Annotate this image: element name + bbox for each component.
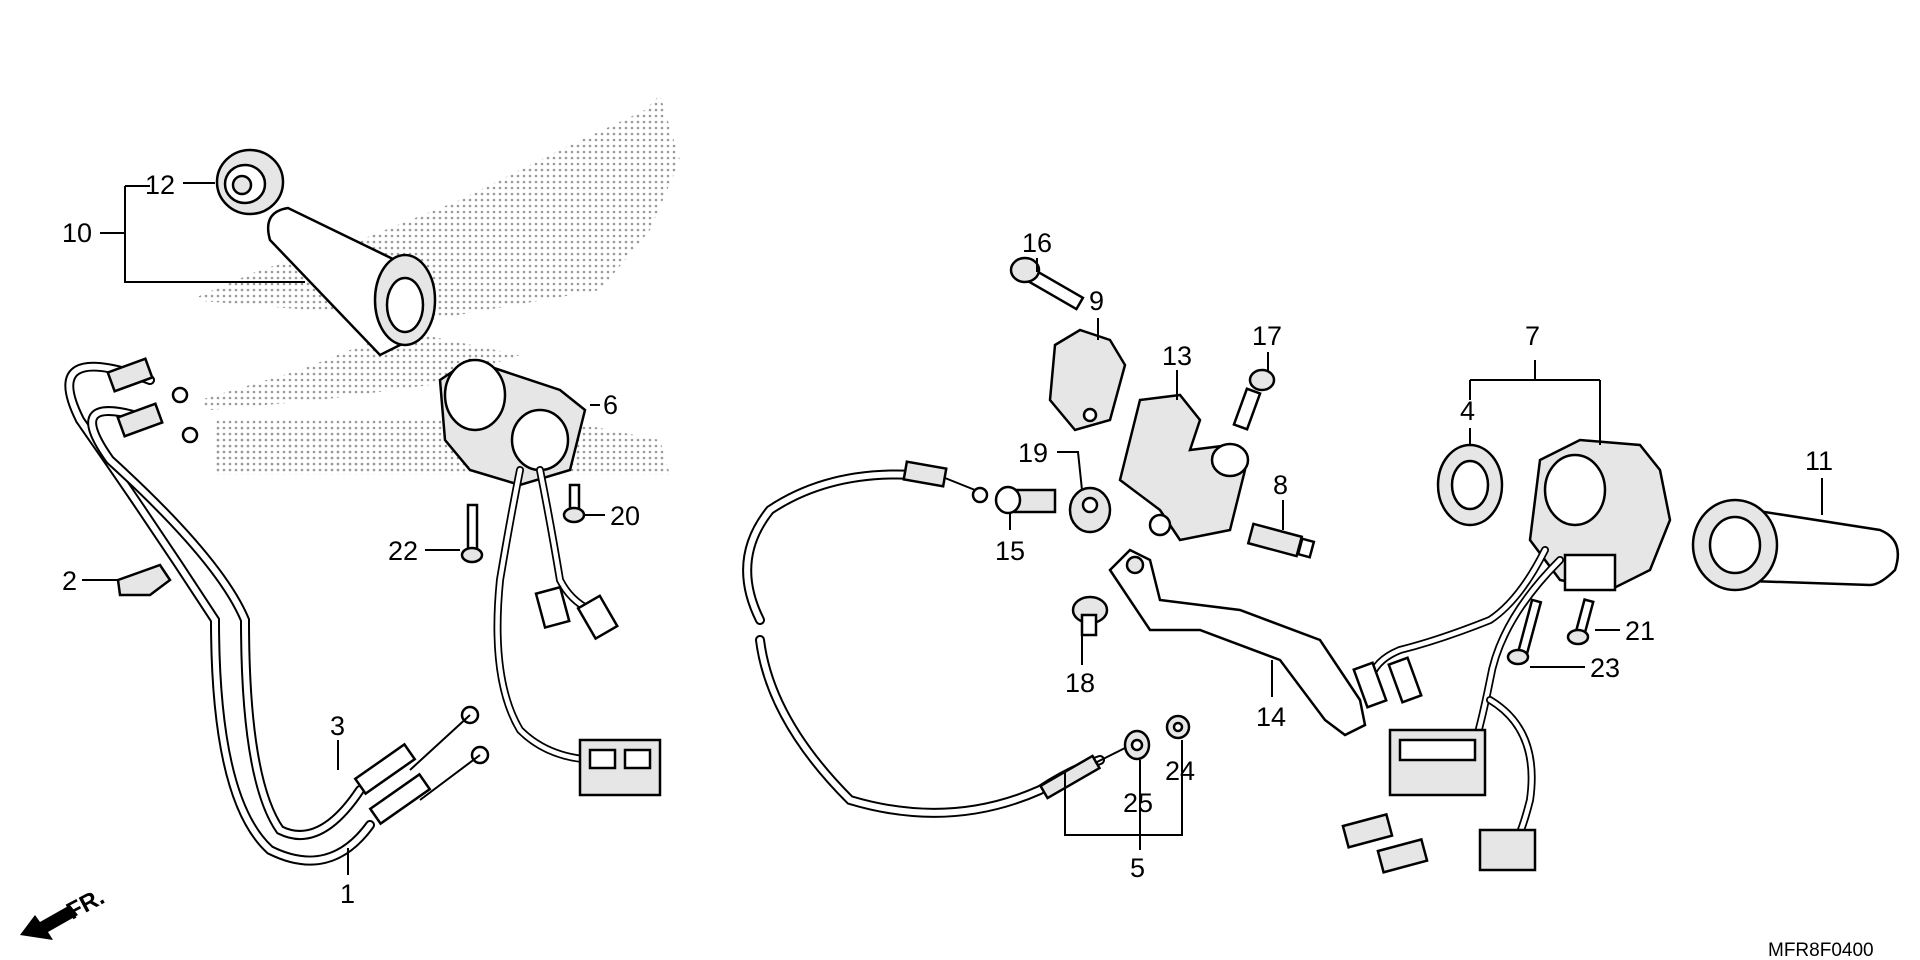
part-5-clutch-cable <box>742 460 1126 818</box>
callout-15: 15 <box>995 536 1025 566</box>
part-8-clutch-switch <box>1246 522 1316 559</box>
callout-7: 7 <box>1525 321 1540 351</box>
callout-16: 16 <box>1022 228 1052 258</box>
callout-24: 24 <box>1165 756 1195 786</box>
callout-labels: 12 10 6 20 22 2 3 1 16 9 13 17 8 19 15 1… <box>62 170 1833 909</box>
callout-6: 6 <box>603 390 618 420</box>
callout-4: 4 <box>1460 396 1475 426</box>
callout-5: 5 <box>1130 853 1145 883</box>
callout-21: 21 <box>1625 616 1655 646</box>
part-23-screw <box>1506 598 1543 666</box>
part-16-bolt <box>1009 256 1085 311</box>
part-24-nut <box>1165 714 1191 740</box>
part-4-grommet <box>1436 443 1504 527</box>
callout-19: 19 <box>1018 438 1048 468</box>
part-11-left-grip <box>1691 498 1900 592</box>
part-12-bar-end-weight <box>215 148 285 216</box>
part-14-clutch-lever <box>1108 548 1367 737</box>
callout-18: 18 <box>1065 668 1095 698</box>
part-13-lever-bracket <box>1118 393 1250 542</box>
callout-12: 12 <box>145 170 175 200</box>
callout-2: 2 <box>62 566 77 596</box>
part-17-bolt <box>1232 368 1276 431</box>
callout-1: 1 <box>340 879 355 909</box>
callout-20: 20 <box>610 501 640 531</box>
leader-lines <box>82 182 1823 875</box>
part-18-pivot-bolt <box>1071 595 1109 637</box>
part-19-adjuster-nut <box>1068 486 1112 534</box>
callout-11: 11 <box>1805 446 1833 476</box>
part-9-lever-holder <box>1048 328 1127 432</box>
part-7-switch-housing <box>1528 438 1672 592</box>
callout-8: 8 <box>1273 470 1288 500</box>
part-6-throttle-housing <box>438 358 587 487</box>
callout-23: 23 <box>1590 653 1620 683</box>
diagram-code: MFR8F0400 <box>1768 940 1874 960</box>
throttle-housing-harness <box>493 466 662 797</box>
callout-3: 3 <box>330 711 345 741</box>
switch-housing-harness <box>1341 546 1564 874</box>
front-arrow-icon <box>20 905 78 940</box>
part-2-cable-clamp <box>116 563 172 597</box>
callout-17: 17 <box>1252 321 1282 351</box>
part-10-throttle-grip <box>266 206 437 357</box>
front-direction-indicator: FR. <box>20 883 109 940</box>
callout-22: 22 <box>388 536 418 566</box>
part-15-adjuster-bolt <box>994 485 1057 515</box>
throttle-cables <box>64 357 490 866</box>
part-25-nut <box>1123 729 1151 761</box>
part-20-screw <box>562 483 586 524</box>
callout-14: 14 <box>1256 702 1286 732</box>
part-22-screw <box>460 503 484 564</box>
part-21-screw <box>1566 598 1595 646</box>
callout-9: 9 <box>1089 286 1104 316</box>
callout-13: 13 <box>1162 341 1192 371</box>
watermark-text: HONDA <box>210 416 430 483</box>
callout-10: 10 <box>62 218 92 248</box>
callout-25: 25 <box>1123 788 1153 818</box>
